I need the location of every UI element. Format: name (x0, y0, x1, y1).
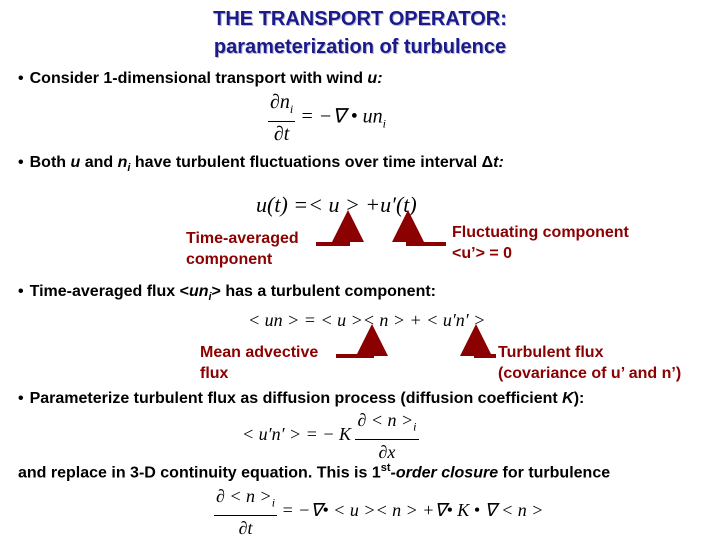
equation-1: ∂ni∂t = −∇ • uni (268, 91, 386, 145)
arrow-mean-advective (336, 324, 388, 358)
equation-3: < un > = < u >< n > + < u′n′ > (248, 310, 486, 330)
equation-5: ∂ < n >i∂t = −∇• < u >< n > +∇• K • ∇ < … (214, 486, 544, 538)
bullet-dot-icon: • (18, 154, 24, 171)
bullet-dot-icon: • (18, 390, 24, 407)
bullet-4: •Parameterize turbulent flux as diffusio… (18, 390, 585, 407)
annotation-time-averaged: Time-averaged component (186, 230, 299, 268)
bullet-dot-icon: • (18, 283, 24, 300)
annotation-turbulent-flux: Turbulent flux (covariance of u’ and n’) (498, 344, 682, 382)
slide-title-line2: parameterization of turbulence (213, 36, 507, 58)
annotation-fluctuating: Fluctuating component <u’> = 0 (452, 224, 629, 262)
arrow-time-averaged (316, 210, 364, 246)
equation-4: < u′n′ > = − K ∂ < n >i∂x (242, 410, 419, 462)
annotation-mean-advective: Mean advective flux (200, 344, 319, 382)
bullet-1: •Consider 1-dimensional transport with w… (18, 70, 383, 87)
arrow-turbulent-flux (460, 324, 496, 358)
slide-title-line1: THE TRANSPORT OPERATOR: (213, 8, 507, 30)
bullet-3: •Time-averaged flux <uni> has a turbulen… (18, 283, 437, 304)
bullet-dot-icon: • (18, 70, 24, 87)
arrow-fluctuating (392, 210, 446, 246)
delta-symbol: Δ (481, 154, 494, 171)
bullet-2: •Both u and ni have turbulent fluctuatio… (18, 154, 504, 175)
closure-statement: and replace in 3-D continuity equation. … (18, 462, 611, 482)
